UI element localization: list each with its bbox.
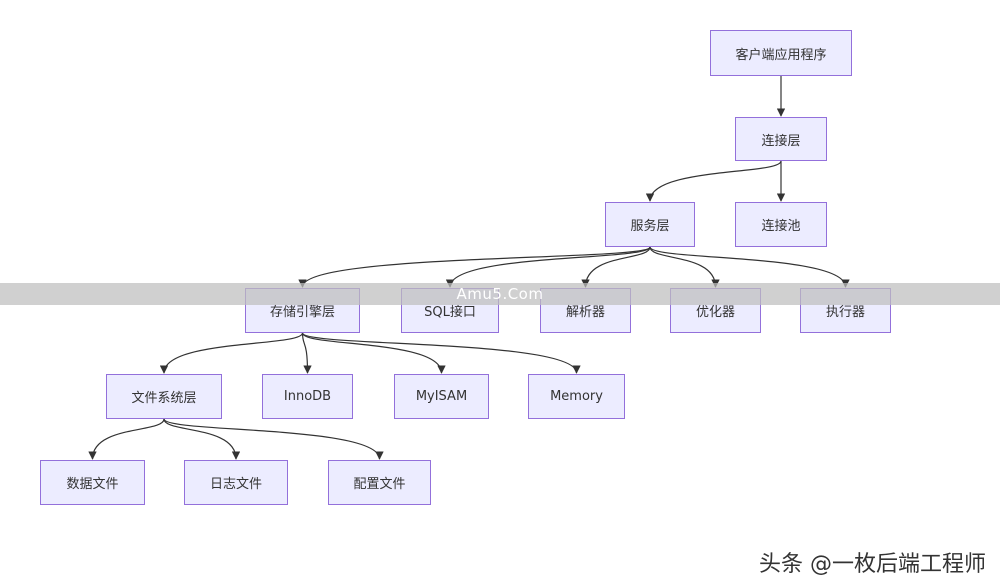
node-fs-layer: 文件系统层 [106, 374, 222, 419]
node-innodb-label: InnoDB [283, 389, 332, 404]
node-optimizer-label: 优化器 [695, 305, 735, 320]
node-data-files: 数据文件 [40, 460, 145, 505]
watermark-band-text: Amu5.Com [456, 285, 544, 303]
node-memory-label: Memory [550, 389, 603, 404]
node-myisam-label: MyISAM [415, 389, 468, 404]
node-config-files-label: 配置文件 [353, 477, 406, 492]
edge-service_layer-to-optimizer [649, 246, 720, 288]
node-executor-label: 执行器 [825, 305, 865, 320]
node-fs-layer-label: 文件系统层 [131, 391, 197, 406]
node-myisam: MyISAM [394, 374, 489, 419]
node-service-layer: 服务层 [605, 202, 695, 247]
edge-conn_layer-to-service_layer [645, 160, 782, 202]
edge-service_layer-to-parser [581, 246, 651, 288]
node-sql-interface-label: SQL接口 [424, 305, 476, 320]
node-config-files: 配置文件 [328, 460, 431, 505]
edge-service_layer-to-executor [649, 246, 850, 288]
node-service-layer-label: 服务层 [630, 219, 670, 234]
edge-fs_layer-to-config_files [163, 418, 384, 460]
watermark-band [0, 283, 1000, 305]
edge-fs_layer-to-data_files [88, 418, 165, 460]
edge-service_layer-to-storage_engine [298, 246, 651, 288]
node-log-files: 日志文件 [184, 460, 288, 505]
node-conn-layer: 连接层 [735, 117, 827, 161]
node-conn-pool: 连接池 [735, 202, 827, 247]
edge-storage_engine-to-innodb [301, 332, 312, 374]
watermark-credit: 头条 @一枚后端工程师 [759, 552, 986, 577]
node-client: 客户端应用程序 [710, 30, 852, 76]
node-memory: Memory [528, 374, 625, 419]
node-parser-label: 解析器 [565, 305, 605, 320]
edge-fs_layer-to-log_files [163, 418, 241, 460]
node-client-label: 客户端应用程序 [735, 47, 827, 63]
node-data-files-label: 数据文件 [66, 477, 119, 492]
node-storage-engine-label: 存储引擎层 [269, 305, 335, 320]
edge-service_layer-to-sql_interface [445, 246, 651, 288]
node-conn-layer-label: 连接层 [761, 133, 801, 149]
edge-storage_engine-to-memory [301, 332, 581, 374]
node-innodb: InnoDB [262, 374, 353, 419]
edge-storage_engine-to-myisam [301, 332, 446, 374]
node-log-files-label: 日志文件 [209, 477, 262, 492]
node-conn-pool-label: 连接池 [761, 219, 801, 234]
edge-storage_engine-to-fs_layer [159, 332, 304, 374]
